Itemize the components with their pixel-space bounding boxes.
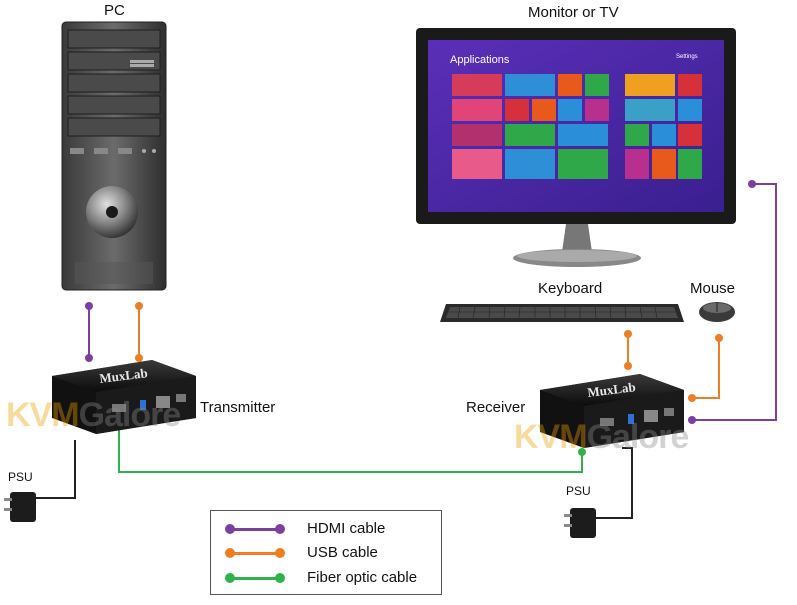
receiver-brand: MuxLab xyxy=(587,379,637,400)
legend: HDMI cable USB cable Fiber optic cable xyxy=(210,510,442,595)
start-screen-tiles xyxy=(452,74,702,179)
watermark-right: KVMGalore xyxy=(514,418,690,457)
screen-title: Applications xyxy=(450,54,510,66)
usb-cable-mouse xyxy=(692,338,720,399)
legend-hdmi-label: HDMI cable xyxy=(307,520,386,537)
legend-fiber-swatch xyxy=(231,577,279,580)
label-psu-right: PSU xyxy=(566,484,591,498)
watermark-right-part1: KVM xyxy=(514,418,588,456)
legend-fiber-label: Fiber optic cable xyxy=(307,569,418,586)
cable-endpoints xyxy=(85,180,756,456)
keyboard-device xyxy=(440,304,684,322)
legend-item-usb: USB cable xyxy=(211,541,441,565)
label-monitor: Monitor or TV xyxy=(528,4,619,21)
receiver-device: MuxLab xyxy=(540,374,684,448)
label-psu-left: PSU xyxy=(8,470,33,484)
pc-tower xyxy=(61,21,167,291)
psu-cable-right xyxy=(596,447,633,519)
legend-fiber-dot-end xyxy=(275,573,285,583)
label-keyboard: Keyboard xyxy=(538,280,603,297)
label-transmitter: Transmitter xyxy=(200,399,276,416)
cables xyxy=(36,183,777,519)
transmitter-brand: MuxLab xyxy=(99,365,149,386)
fiber-cable xyxy=(118,418,583,473)
legend-item-hdmi: HDMI cable xyxy=(211,517,441,541)
label-pc: PC xyxy=(104,2,125,19)
label-mouse: Mouse xyxy=(690,280,736,297)
watermark-right-part2: Galore xyxy=(586,418,690,456)
watermark-left-part1: KVM xyxy=(6,396,80,434)
transmitter-device: MuxLab xyxy=(52,360,196,434)
monitor-stand xyxy=(562,224,592,252)
psu-right-device xyxy=(564,508,596,538)
psu-left-device xyxy=(4,492,36,522)
legend-item-fiber: Fiber optic cable xyxy=(211,566,441,590)
legend-hdmi-dot-end xyxy=(275,524,285,534)
legend-usb-swatch xyxy=(231,552,279,555)
label-receiver: Receiver xyxy=(466,399,526,416)
mouse-device xyxy=(699,302,735,322)
legend-usb-label: USB cable xyxy=(307,544,378,561)
legend-hdmi-dot-start xyxy=(225,524,235,534)
watermark-left: KVMGalore xyxy=(6,396,182,435)
legend-usb-dot-start xyxy=(225,548,235,558)
psu-cable-left xyxy=(36,440,76,499)
hdmi-cable-monitor xyxy=(692,183,777,421)
legend-usb-dot-end xyxy=(275,548,285,558)
legend-hdmi-swatch xyxy=(231,528,279,531)
legend-fiber-dot-start xyxy=(225,573,235,583)
monitor: Applications Settings xyxy=(416,28,736,267)
watermark-left-part2: Galore xyxy=(78,396,182,434)
screen-settings: Settings xyxy=(676,54,698,60)
